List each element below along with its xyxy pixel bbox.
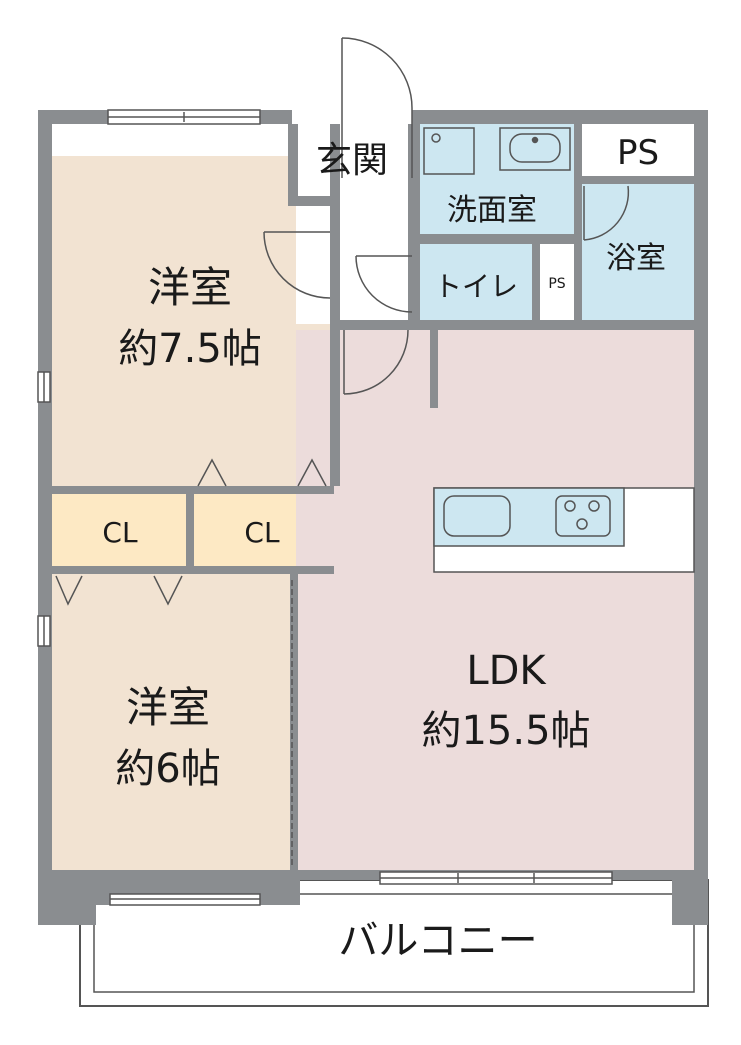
room-labels: 玄関 PS 洗面室 浴室 トイレ PS 洋室 約7.5帖 CL CL 洋室 約6… [102,133,666,964]
western-room-1-floor [52,124,330,486]
genkan-label: 玄関 [316,140,388,181]
kitchen-sink [443,495,511,537]
ps-small-floor [540,244,574,320]
ps-small-label: PS [548,276,565,292]
doors [55,37,630,866]
washroom-floor [420,124,574,234]
ldk-floor [296,330,694,870]
interior-walls [38,124,694,880]
balcony-outline [79,879,709,1007]
bath-label: 浴室 [606,241,666,276]
bath-floor [582,184,694,320]
closet-1-label: CL [102,516,138,549]
closet-2-label: CL [244,516,280,549]
toilet-floor [420,244,532,320]
closet-1-floor [52,494,188,566]
ps-top-floor [582,124,694,176]
washing-machine-pan [423,127,475,175]
windows [37,109,613,906]
ps-top-label: PS [617,133,659,173]
western-room-2-floor [52,574,290,870]
ldk-size: 約15.5帖 [421,708,590,754]
western-room-1-window-area [52,124,288,156]
ldk-name: LDK [466,648,547,694]
stove [555,495,611,537]
western-room-2-size: 約6帖 [115,746,220,792]
vanity-sink [499,127,571,171]
toilet-label: トイレ [434,270,518,303]
western-room-1-name: 洋室 [148,263,232,312]
western-room-2-name: 洋室 [126,683,210,732]
western-room-1-size: 約7.5帖 [118,326,262,372]
genkan-floor [296,124,408,324]
fixtures [423,127,695,573]
balcony-label: バルコニー [338,918,537,964]
room-fills [52,124,694,870]
washroom-label: 洗面室 [447,193,537,228]
